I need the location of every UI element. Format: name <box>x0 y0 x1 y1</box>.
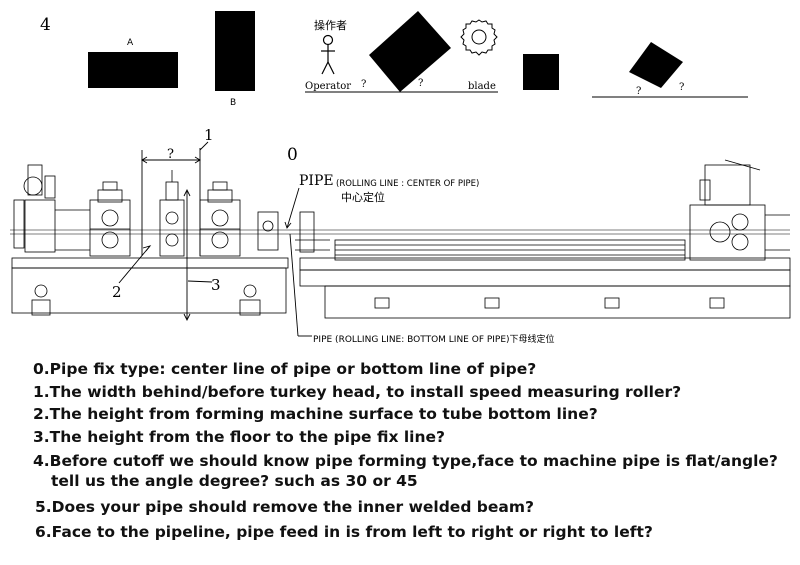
dimension-2-number: 2 <box>112 283 122 301</box>
pipe-center-note: (ROLLING LINE : CENTER OF PIPE) <box>336 179 479 189</box>
dimension-3-lines <box>183 188 213 322</box>
saw-blade-icon <box>460 19 498 56</box>
square-pipe-flat <box>523 54 559 90</box>
angle-question-2: ? <box>418 78 423 89</box>
question-4: 4.Before cutoff we should know pipe form… <box>33 452 778 470</box>
question-3: 3.The height from the floor to the pipe … <box>33 428 446 446</box>
dimension-0-number: 0 <box>287 145 298 165</box>
square-pipe-angled <box>629 42 683 88</box>
angle-question-1: ? <box>361 79 366 90</box>
panel-number: 4 <box>40 15 51 35</box>
angle-question-4: ? <box>679 82 684 93</box>
pipe-label: PIPE <box>299 173 334 189</box>
flat-pipe-shape <box>88 52 178 88</box>
dimension-1-lines <box>141 141 209 256</box>
label-a: A <box>127 38 134 48</box>
operator-label-cn: 操作者 <box>314 18 347 32</box>
dimension-3-number: 3 <box>211 276 221 294</box>
dimension-2-lines <box>118 245 152 284</box>
vertical-pipe-shape <box>215 11 255 91</box>
pipe-center-leader <box>284 187 300 229</box>
center-positioning-cn: 中心定位 <box>341 190 385 204</box>
question-2: 2.The height from forming machine surfac… <box>33 405 598 423</box>
question-6: 6.Face to the pipeline, pipe feed in is … <box>35 523 653 541</box>
angle-question-3: ? <box>636 86 641 97</box>
question-1: 1.The width behind/before turkey head, t… <box>33 383 682 401</box>
dimension-1-number: 1 <box>204 126 214 144</box>
pipe-bottom-note: PIPE (ROLLING LINE: BOTTOM LINE OF PIPE)… <box>313 333 555 345</box>
dimension-1-question: ? <box>167 147 174 162</box>
question-4-continued: tell us the angle degree? such as 30 or … <box>51 472 418 490</box>
question-0: 0.Pipe fix type: center line of pipe or … <box>33 360 537 378</box>
label-b: B <box>230 98 236 108</box>
forming-machine <box>10 159 791 319</box>
operator-label: Operator <box>305 81 351 92</box>
question-5: 5.Does your pipe should remove the inner… <box>35 498 535 516</box>
operator-figure-icon <box>321 34 335 75</box>
angled-pipe-shape <box>369 11 451 92</box>
blade-label: blade <box>468 81 496 92</box>
machine-diagram: 4 A B 操作者 Operator ? ? blade ? ? ? 1 2 <box>10 11 791 345</box>
pipe-bottom-leader <box>289 233 312 337</box>
